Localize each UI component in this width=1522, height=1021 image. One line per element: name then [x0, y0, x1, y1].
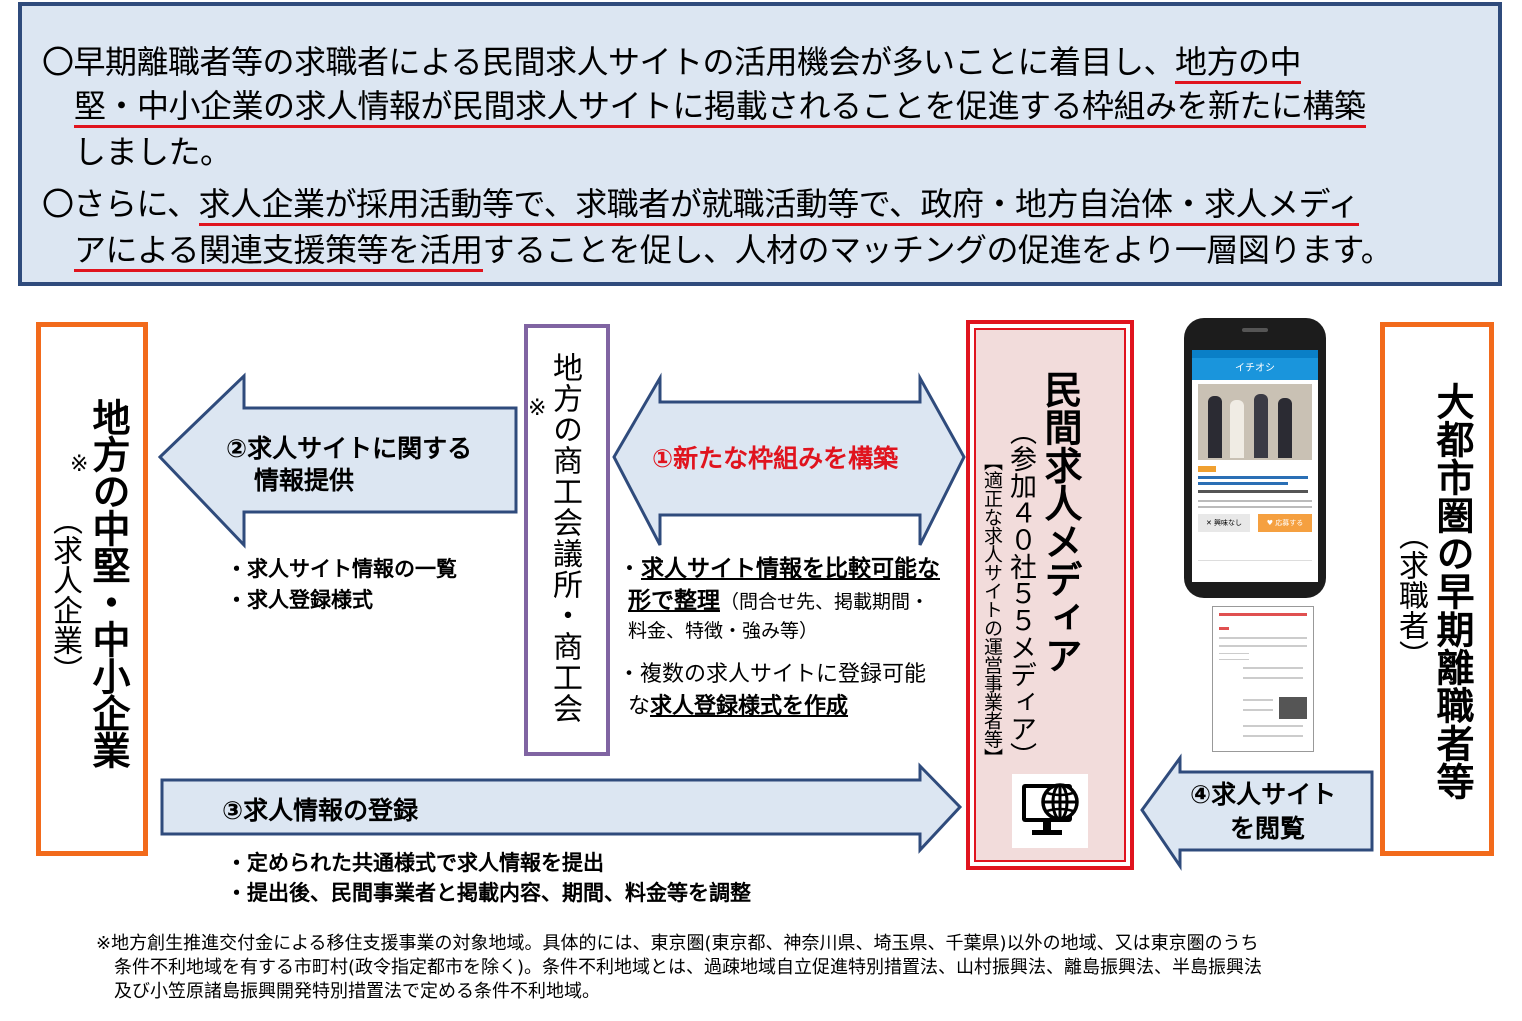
chamber-of-commerce-box [524, 324, 610, 756]
bullet-item: ・定められた共通様式で求人情報を提出 [226, 851, 604, 875]
arrow-2-left [157, 372, 518, 549]
footnote-line: ※地方創生推進交付金による移住支援事業の対象地域。具体的には、東京圏(東京都、神… [96, 933, 1259, 954]
bullet-item: ・複数の求人サイトに登録可能 [618, 662, 927, 687]
summary-paragraph-1: 〇早期離職者等の求職者による民間求人サイトの活用機会が多いことに着目し、地方の中 [42, 36, 1302, 88]
bullet-item: ・提出後、民間事業者と掲載内容、期間、料金等を調整 [226, 881, 751, 905]
apply-button: ♥ 応募する [1258, 514, 1312, 532]
arrow-3-right [160, 762, 963, 854]
footnote-line: 及び小笠原諸島振興開発特別措置法で定める条件不利地域。 [96, 981, 600, 1002]
arrow-4-left [1140, 753, 1374, 871]
footnote-line: 条件不利地域を有する市町村(政令指定都市を除く)。条件不利地域とは、過疎地域自立… [96, 957, 1263, 978]
summary-text: することを促し、人材のマッチングの促進をより一層図ります。 [482, 231, 1393, 269]
regional-company-subtitle: （求人企業） [47, 505, 82, 685]
arrow-3-label: ③求人情報の登録 [222, 796, 419, 825]
job-seeker-box [1380, 322, 1494, 856]
chamber-of-commerce-title: 地方の商工会議所・商工会 [547, 352, 582, 724]
regional-company-box [36, 322, 148, 856]
arrow-4-label-line2: を閲覧 [1230, 814, 1306, 843]
summary-underlined-text: 堅・中小企業の求人情報が民間求人サイトに掲載されることを促進する枠組みを新たに構… [74, 87, 1366, 128]
bullet-item-cont: 料金、特徴・強み等） [628, 620, 819, 642]
footnote: ※地方創生推進交付金による移住支援事業の対象地域。具体的には、東京圏(東京都、神… [96, 932, 1262, 1004]
summary-paragraph-2: 〇さらに、求人企業が採用活動等で、求職者が就職活動等で、政府・地方自治体・求人メ… [42, 178, 1360, 230]
webpage-thumbnail-image [1212, 606, 1314, 752]
bullet-item-cont: 形で整理（問合せ先、掲載期間・ [628, 588, 930, 614]
arrow-4-label-line1: ④求人サイト [1190, 780, 1337, 809]
private-job-media-inner [974, 328, 1126, 862]
summary-underlined-text: 地方の中 [1175, 43, 1302, 84]
bullet-item: ・求人登録様式 [226, 588, 373, 612]
summary-paragraph-1-line2: 堅・中小企業の求人情報が民間求人サイトに掲載されることを促進する枠組みを新たに構… [74, 80, 1366, 132]
not-interested-button: ✕ 興味なし [1198, 514, 1250, 532]
private-job-media-title: 民間求人メディア [1038, 370, 1082, 674]
smartphone-image: イチオシ ✕ 興味なし ♥ 応募する [1184, 318, 1326, 598]
summary-paragraph-2-line2: アによる関連支援策等を活用することを促し、人材のマッチングの促進をより一層図りま… [74, 224, 1393, 276]
summary-box: 〇早期離職者等の求職者による民間求人サイトの活用機会が多いことに着目し、地方の中… [18, 2, 1502, 286]
footnote-mark: ※ [528, 396, 547, 421]
arrow-2-label-line2: 情報提供 [254, 466, 355, 495]
bullet-item-cont: な求人登録様式を作成 [628, 694, 849, 719]
computer-globe-icon [1012, 774, 1088, 848]
smartphone-screen: イチオシ ✕ 興味なし ♥ 応募する [1192, 350, 1318, 582]
arrow-1-label: ①新たな枠組みを構築 [652, 444, 899, 473]
regional-company-title: 地方の中堅・中小企業 [86, 398, 130, 768]
footnote-mark: ※ [70, 452, 89, 477]
smartphone-header: イチオシ [1192, 358, 1318, 380]
arrow-1-double [612, 372, 966, 546]
photo-image [1198, 384, 1312, 460]
private-job-media-note: 【適正な求人サイトの運営事業者等】 [981, 452, 1003, 767]
summary-underlined-text: 求人企業が採用活動等で、求職者が就職活動等で、政府・地方自治体・求人メディ [198, 185, 1360, 226]
job-seeker-title: 大都市圏の早期離職者等 [1430, 382, 1474, 800]
summary-text: しました。 [74, 133, 232, 171]
arrow-2-label-line1: ②求人サイトに関する [226, 434, 473, 463]
summary-underlined-text: アによる関連支援策等を活用 [74, 231, 483, 272]
bullet-item: ・求人サイト情報を比較可能な [618, 556, 940, 582]
bullet-item: ・求人サイト情報の一覧 [226, 557, 457, 581]
summary-text: 〇さらに、 [42, 185, 199, 223]
summary-text: 〇早期離職者等の求職者による民間求人サイトの活用機会が多いことに着目し、 [42, 43, 1176, 81]
summary-paragraph-1-line3: しました。 [74, 126, 232, 178]
job-seeker-subtitle: （求職者） [1393, 520, 1428, 670]
private-job-media-count: （参加４０社５５メディア） [1005, 418, 1036, 769]
